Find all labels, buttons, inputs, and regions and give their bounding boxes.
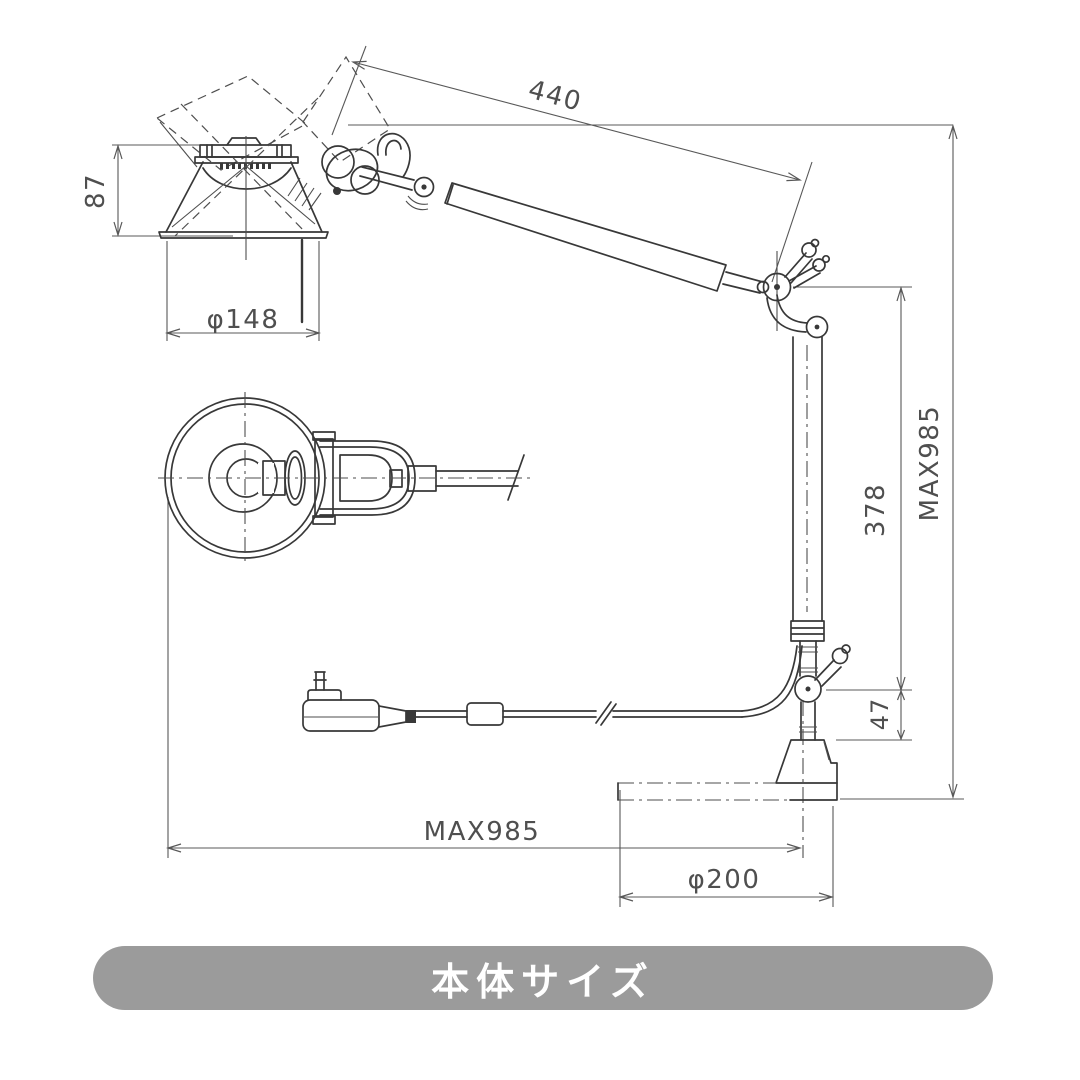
dim-base-diameter-label: φ200 bbox=[688, 865, 761, 895]
banner-label: 本体サイズ bbox=[431, 959, 655, 1004]
dim-max-reach-label: MAX985 bbox=[424, 817, 541, 847]
ac-adapter-body bbox=[302, 699, 380, 732]
shade-ghost-right bbox=[302, 55, 391, 163]
dim-lower-arm-label: 378 bbox=[861, 483, 891, 537]
shade-ghost-left bbox=[155, 75, 308, 171]
pedestal bbox=[775, 739, 838, 784]
cable-break-symbol bbox=[595, 701, 617, 726]
power-cord-assembly bbox=[302, 645, 803, 732]
head-joint-cluster bbox=[287, 132, 435, 211]
lower-joint-and-base bbox=[617, 644, 851, 801]
dim-max-height-label: MAX985 bbox=[915, 405, 945, 522]
vertical-pole bbox=[790, 336, 825, 677]
lamp-head-side-view bbox=[155, 55, 435, 324]
dim-shade-height-label: 87 bbox=[81, 173, 111, 209]
upper-arm bbox=[444, 182, 770, 294]
tension-knob bbox=[801, 242, 817, 258]
dimension-lines bbox=[112, 45, 964, 907]
head-pivot bbox=[413, 176, 435, 198]
lower-knob bbox=[831, 647, 849, 665]
plug-prong bbox=[313, 671, 327, 691]
inline-connector bbox=[466, 702, 504, 726]
dim-lower-joint-label: 47 bbox=[866, 698, 894, 731]
dim-shade-diameter-label: φ148 bbox=[207, 305, 280, 335]
section-banner: 本体サイズ bbox=[93, 946, 993, 1010]
lamp-head-front-view bbox=[158, 392, 532, 566]
elbow-joint bbox=[762, 238, 831, 339]
dim-upper-arm-label: 440 bbox=[525, 75, 585, 118]
